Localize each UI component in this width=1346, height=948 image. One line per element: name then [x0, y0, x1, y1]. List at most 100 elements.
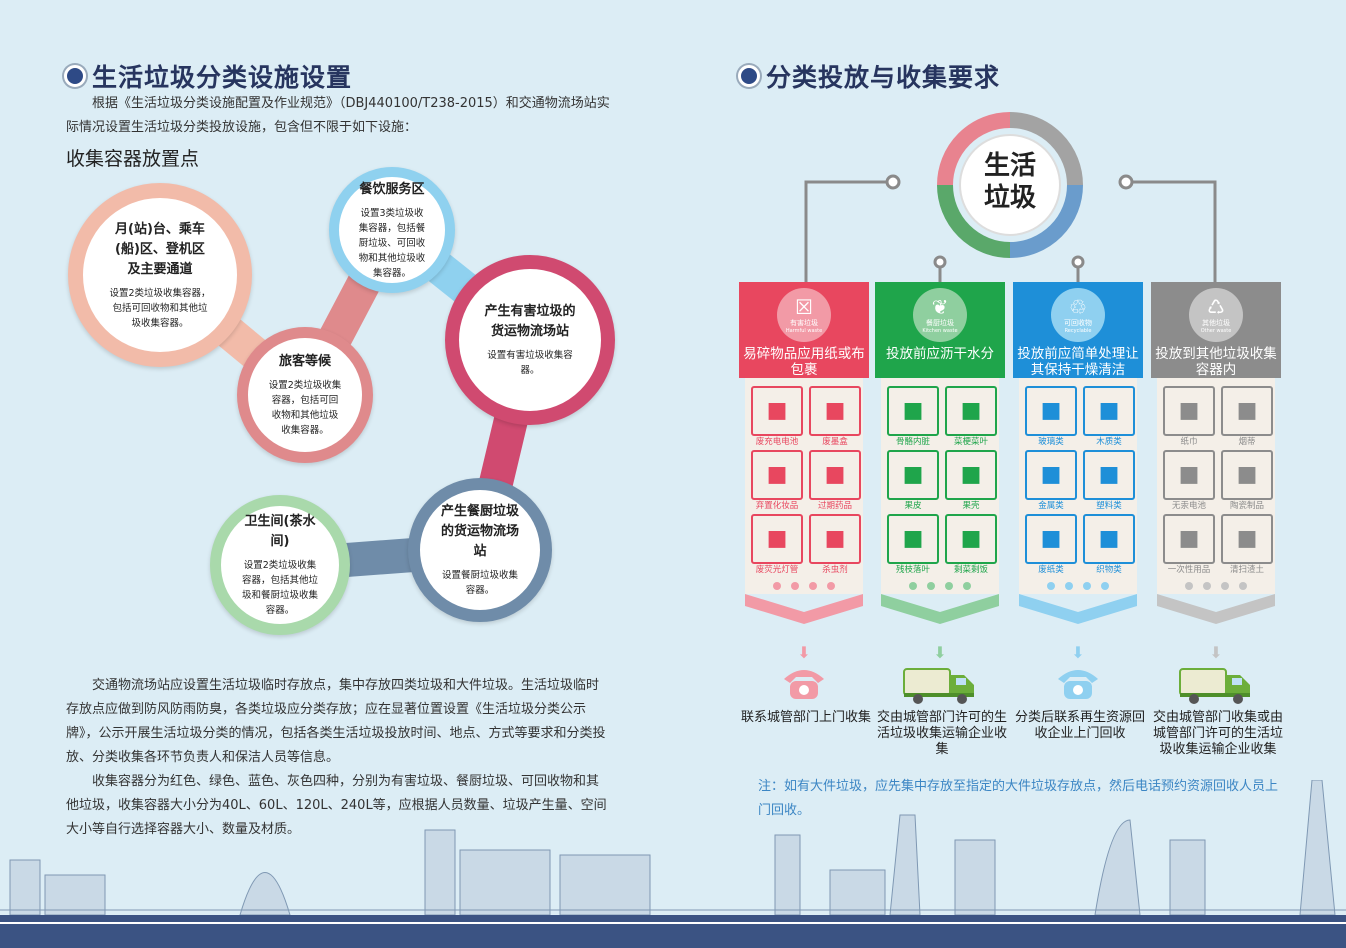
item-grid: ■玻璃类■木质类■金属类■塑料类■废纸类■织物类 [1019, 378, 1137, 578]
waste-item-label: 杀虫剂 [822, 565, 848, 575]
waste-item: ■金属类 [1025, 450, 1077, 512]
badge-label-en: Kitchen waste [922, 328, 958, 334]
waste-item-icon: ■ [809, 514, 861, 564]
waste-item-label: 废荧光灯管 [755, 565, 799, 575]
waste-item-icon: ■ [1163, 386, 1215, 436]
note: 注：如有大件垃圾，应先集中存放至指定的大件垃圾存放点，然后电话预约资源回收人员上… [758, 779, 1279, 818]
waste-item-label: 一次性用品 [1167, 565, 1211, 575]
spot-desc: 设置餐厨垃圾收集容器。 [441, 570, 518, 596]
waste-item-label: 无汞电池 [1171, 501, 1206, 511]
spot-circle: 卫生间(茶水间) 设置2类垃圾收集容器，包括其他垃圾和餐厨垃圾收集容器。 [210, 495, 350, 635]
waste-item: ■烟蒂 [1221, 386, 1273, 448]
waste-item: ■废充电电池 [751, 386, 803, 448]
waste-item: ■陶瓷制品 [1221, 450, 1273, 512]
chevron-decoration [1019, 594, 1137, 624]
waste-item-icon: ■ [1221, 386, 1273, 436]
category-rule: 投放前应简单处理让其保持干燥清洁 [1017, 346, 1139, 378]
hierarchy-connectors [804, 112, 1217, 282]
bullet-icon [738, 65, 760, 87]
waste-item: ■废荧光灯管 [751, 514, 803, 576]
spot-desc: 设置有害垃圾收集容器。 [487, 350, 573, 376]
waste-item: ■一次性用品 [1163, 514, 1215, 576]
chevron-decoration [745, 594, 863, 624]
waste-item-label: 废纸类 [1038, 565, 1064, 575]
collection-method: 交由城管部门收集或由城管部门许可的生活垃圾收集运输企业收集 [1153, 710, 1284, 757]
waste-item: ■无汞电池 [1163, 450, 1215, 512]
waste-item-icon: ■ [945, 450, 997, 500]
waste-item: ■玻璃类 [1025, 386, 1077, 448]
waste-item: ■清扫渣土 [1221, 514, 1273, 576]
item-grid: ■废充电电池■废墨盒■弃置化妆品■过期药品■废荧光灯管■杀虫剂 [745, 378, 863, 578]
bullet-icon [64, 65, 86, 87]
spot-name: 餐饮服务区 [359, 181, 425, 197]
waste-item-icon: ■ [751, 450, 803, 500]
waste-item-icon: ■ [1163, 450, 1215, 500]
waste-item-label: 陶瓷制品 [1229, 501, 1264, 511]
waste-item-icon: ■ [1221, 450, 1273, 500]
right-section-title: 分类投放与收集要求 [738, 58, 1000, 94]
dots [881, 578, 999, 594]
truck-icon [875, 665, 1005, 705]
waste-item-icon: ■ [1221, 514, 1273, 564]
center-label: 生活 垃圾 [983, 151, 1036, 213]
waste-item: ■果壳 [945, 450, 997, 512]
dots [745, 578, 863, 594]
waste-item: ■剩菜剩饭 [945, 514, 997, 576]
waste-item-label: 弃置化妆品 [755, 501, 799, 511]
collection-method: 联系城管部门上门收集 [741, 710, 872, 725]
waste-item-label: 清扫渣土 [1229, 565, 1264, 575]
chevron-decoration [881, 594, 999, 624]
left-title-text: 生活垃圾分类设施设置 [92, 63, 353, 92]
waste-item-label: 骨骼内脏 [895, 437, 930, 447]
waste-item: ■骨骼内脏 [887, 386, 939, 448]
spot-desc: 设置2类垃圾收集容器，包括可回收物和其他垃圾收集容器。 [109, 287, 211, 329]
waste-item-label: 剩菜剩饭 [953, 565, 988, 575]
waste-item: ■残枝落叶 [887, 514, 939, 576]
spot-circle: 旅客等候设置2类垃圾收集容器，包括可回收物和其他垃圾收集容器。 [237, 327, 373, 463]
waste-item-icon: ■ [887, 450, 939, 500]
arrow-down-icon: ⬇ [1209, 643, 1223, 662]
waste-item: ■杀虫剂 [809, 514, 861, 576]
waste-item-label: 过期药品 [817, 501, 852, 511]
badge-label: 餐厨垃圾 [926, 319, 954, 327]
waste-item: ■果皮 [887, 450, 939, 512]
badge-label: 可回收物 [1064, 319, 1092, 327]
waste-item-icon: ■ [809, 450, 861, 500]
badge-label-en: Recyclable [1064, 328, 1092, 334]
waste-item: ■废墨盒 [809, 386, 861, 448]
waste-item-label: 菜梗菜叶 [953, 437, 988, 447]
left-section-title: 生活垃圾分类设施设置 [64, 58, 352, 94]
waste-item-icon: ■ [945, 386, 997, 436]
chevron-decoration [1157, 594, 1275, 624]
waste-item: ■木质类 [1083, 386, 1135, 448]
item-grid: ■纸巾■烟蒂■无汞电池■陶瓷制品■一次性用品■清扫渣土 [1157, 378, 1275, 578]
spot-circle: 餐饮服务区设置3类垃圾收集容器，包括餐厨垃圾、可回收物和其他垃圾收集容器。 [329, 167, 455, 293]
waste-item-icon: ■ [751, 386, 803, 436]
dots [1157, 578, 1275, 594]
waste-item-icon: ■ [887, 514, 939, 564]
waste-item-icon: ■ [1163, 514, 1215, 564]
waste-item: ■过期药品 [809, 450, 861, 512]
waste-item-label: 玻璃类 [1038, 437, 1064, 447]
spot-name: 旅客等候 [278, 354, 331, 369]
waste-item-icon: ■ [1083, 386, 1135, 436]
waste-item: ■弃置化妆品 [751, 450, 803, 512]
spot-name: 卫生间(茶水间) [244, 514, 316, 549]
arrow-down-icon: ⬇ [1071, 643, 1085, 662]
phone-icon [1013, 665, 1143, 701]
waste-item-icon: ■ [1025, 450, 1077, 500]
arrow-down-icon: ⬇ [797, 643, 811, 662]
spot-desc: 设置3类垃圾收集容器，包括餐厨垃圾、可回收物和其他垃圾收集容器。 [358, 207, 426, 279]
city-skyline-illustration [0, 780, 1346, 916]
spot-circle: 月(站)台、乘车(船)区、登机区及主要通道设置2类垃圾收集容器，包括可回收物和其… [68, 183, 252, 367]
spot-desc: 设置2类垃圾收集容器，包括其他垃圾和餐厨垃圾收集容器。 [241, 560, 318, 616]
category-rule: 投放前应沥干水分 [886, 346, 994, 362]
badge-label: 有害垃圾 [790, 319, 818, 327]
category-rule: 投放到其他垃圾收集容器内 [1155, 346, 1277, 378]
waste-item-icon: ■ [809, 386, 861, 436]
